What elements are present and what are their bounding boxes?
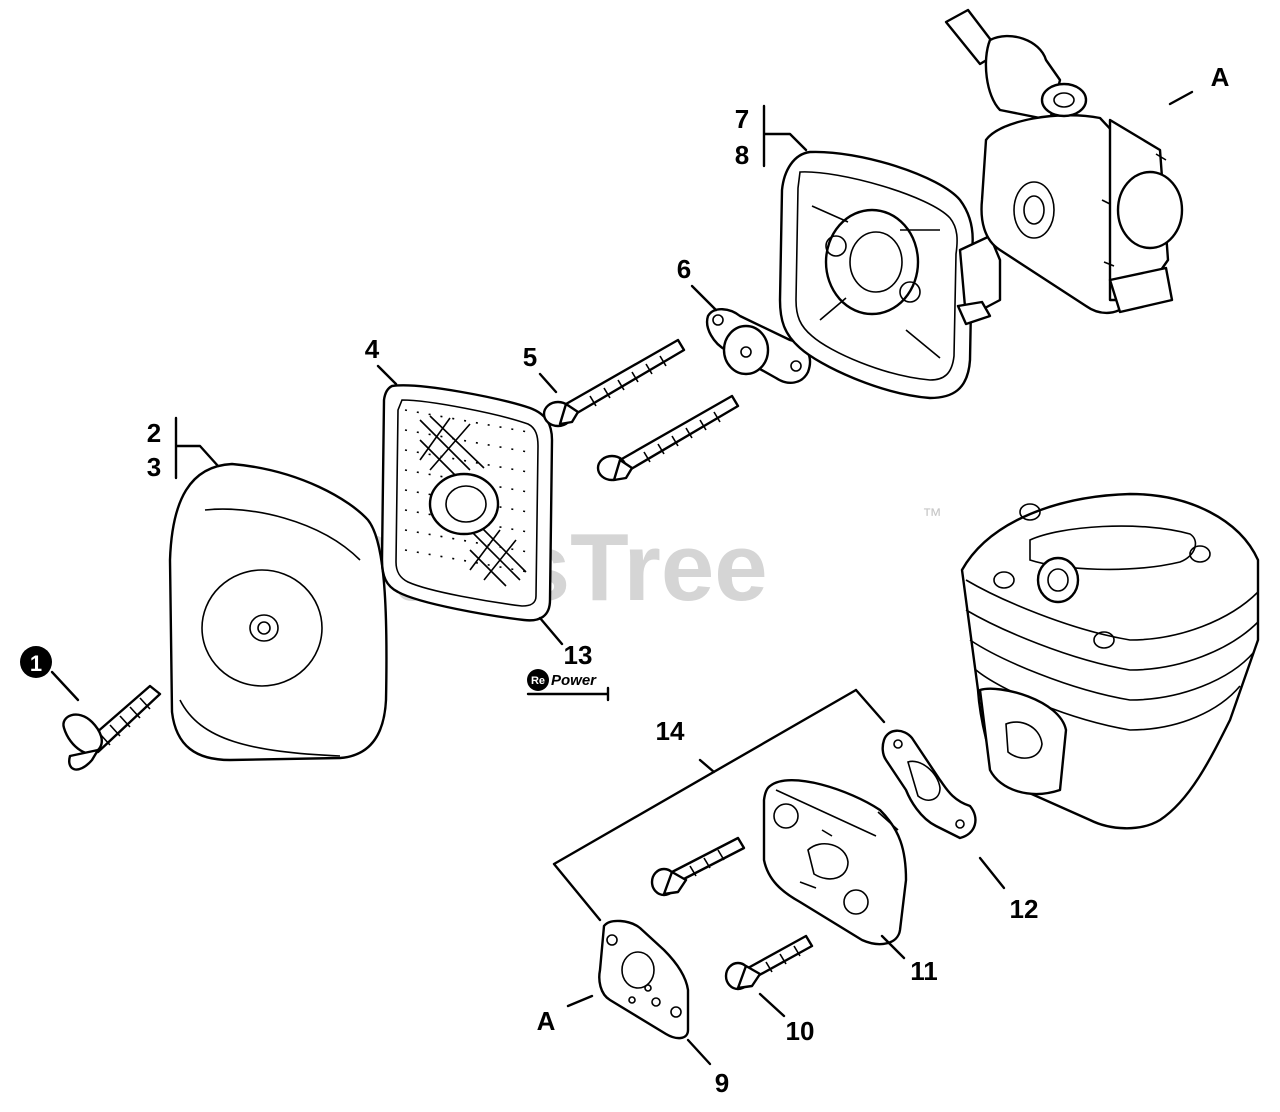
bolt-upper-part[interactable] [650, 836, 746, 897]
leader-6 [690, 284, 718, 312]
gasket-cylinder-side-part[interactable] [881, 729, 977, 840]
leader-1 [50, 670, 80, 702]
leader-5 [538, 372, 558, 394]
callout-11: 11 [910, 956, 938, 986]
repower-badge: Re Power [526, 669, 610, 702]
callout-13: 13 [564, 640, 593, 670]
key-marker-circle [20, 646, 52, 678]
callout-9: 9 [715, 1068, 729, 1098]
callout-6: 6 [677, 254, 691, 284]
air-cleaner-cover-part[interactable] [168, 462, 388, 762]
watermark-trademark: ™ [922, 505, 942, 527]
leader-13 [538, 616, 564, 646]
callout-4: 4 [365, 334, 380, 364]
leader-ref-bottom [566, 994, 594, 1008]
leader-4 [376, 364, 398, 386]
callout-12: 12 [1010, 894, 1039, 924]
callout-3: 3 [147, 452, 161, 482]
callout-ref-bottom: A [537, 1006, 556, 1036]
leader-2-3 [174, 416, 220, 480]
screw-upper-part[interactable] [542, 338, 686, 428]
callout-7: 7 [735, 104, 749, 134]
gasket-carburetor-side-part[interactable] [598, 919, 690, 1040]
bolt-lower-part[interactable] [724, 934, 814, 991]
air-filter-element-part[interactable] [380, 384, 554, 622]
repower-badge-suffix: Power [551, 672, 597, 689]
leader-10 [758, 992, 786, 1018]
callout-5: 5 [523, 342, 537, 372]
leader-9 [686, 1038, 712, 1066]
leader-11 [880, 934, 906, 960]
callout-2: 2 [147, 418, 161, 448]
bracket-plate-part[interactable] [705, 308, 812, 384]
engine-cylinder-part[interactable] [960, 492, 1260, 830]
air-cleaner-case-part[interactable] [778, 150, 1002, 400]
callout-14: 14 [656, 716, 685, 746]
leader-7-8 [762, 104, 808, 168]
repower-badge-prefix: Re [531, 675, 545, 687]
wing-bolt-part[interactable] [62, 684, 162, 771]
leader-ref-top [1168, 90, 1194, 106]
insulator-part[interactable] [762, 778, 908, 946]
screw-lower-part[interactable] [596, 394, 740, 482]
callout-ref-top: A [1211, 62, 1230, 92]
callout-10: 10 [786, 1016, 815, 1046]
leader-12 [978, 856, 1006, 890]
carburetor-part[interactable] [944, 8, 1184, 314]
callout-8: 8 [735, 140, 749, 170]
key-marker-label: 1 [30, 651, 42, 676]
leader-14 [552, 688, 886, 922]
